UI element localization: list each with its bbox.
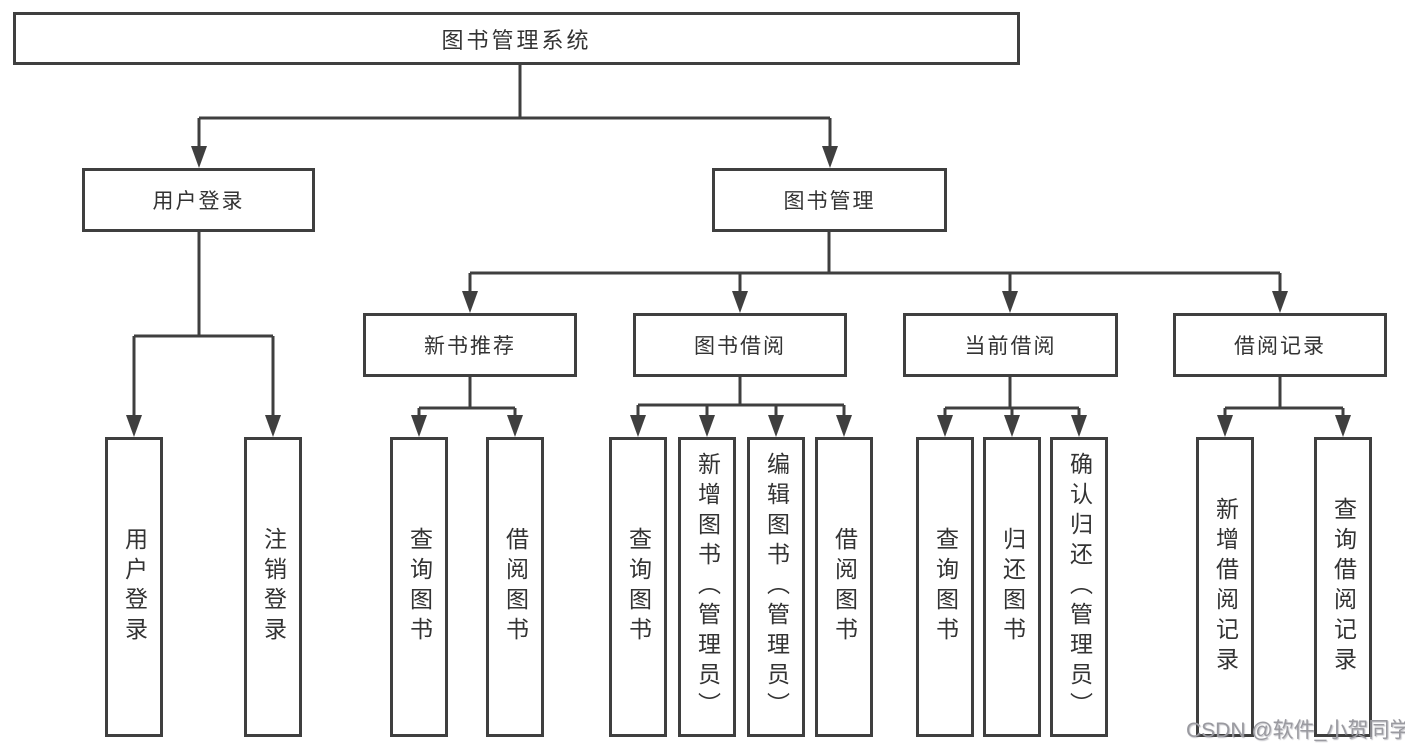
node-borrow-record: 借阅记录 [1173, 313, 1387, 377]
leaf-confirm-return-admin-label: 确认归还（管理员） [1066, 452, 1093, 722]
node-current-borrow: 当前借阅 [903, 313, 1118, 377]
leaf-query-books-borrow: 查询图书 [609, 437, 667, 737]
leaf-return-books-label: 归还图书 [999, 527, 1026, 647]
arrowheads [126, 146, 1351, 437]
node-book-borrow-label: 图书借阅 [694, 335, 786, 358]
leaf-add-borrow-record-label: 新增借阅记录 [1212, 497, 1239, 677]
node-library-management-system: 图书管理系统 [13, 12, 1020, 65]
leaf-query-books-recommend-label: 查询图书 [406, 527, 433, 647]
node-book-management: 图书管理 [712, 168, 947, 232]
leaf-query-borrow-record: 查询借阅记录 [1314, 437, 1372, 737]
leaf-query-books-borrow-label: 查询图书 [625, 527, 652, 647]
node-new-book-recommend-label: 新书推荐 [424, 335, 516, 358]
leaf-edit-books-admin-label: 编辑图书（管理员） [763, 452, 790, 722]
leaf-borrow-books-recommend: 借阅图书 [486, 437, 544, 737]
leaf-add-books-admin-label: 新增图书（管理员） [694, 452, 721, 722]
node-book-management-label: 图书管理 [783, 190, 876, 213]
node-borrow-record-label: 借阅记录 [1234, 335, 1326, 358]
leaf-query-books-current: 查询图书 [916, 437, 974, 737]
leaf-return-books: 归还图书 [983, 437, 1041, 737]
leaf-query-books-current-label: 查询图书 [932, 527, 959, 647]
node-current-borrow-label: 当前借阅 [964, 335, 1057, 358]
leaf-query-books-recommend: 查询图书 [390, 437, 448, 737]
node-library-management-system-label: 图书管理系统 [441, 27, 592, 53]
node-user-login-label: 用户登录 [152, 190, 245, 213]
leaf-query-borrow-record-label: 查询借阅记录 [1330, 497, 1357, 677]
leaf-borrow-books-recommend-label: 借阅图书 [502, 527, 529, 647]
node-new-book-recommend: 新书推荐 [363, 313, 577, 377]
node-user-login: 用户登录 [82, 168, 315, 232]
leaf-user-login: 用户登录 [105, 437, 163, 737]
node-book-borrow: 图书借阅 [633, 313, 847, 377]
csdn-watermark: CSDN @软件_小贺同学 [1186, 719, 1405, 742]
leaf-logout: 注销登录 [244, 437, 302, 737]
leaf-borrow-books: 借阅图书 [815, 437, 873, 737]
leaf-add-borrow-record: 新增借阅记录 [1196, 437, 1254, 737]
leaf-borrow-books-label: 借阅图书 [831, 527, 858, 647]
leaf-user-login-label: 用户登录 [121, 527, 148, 647]
leaf-logout-label: 注销登录 [260, 527, 287, 647]
leaf-add-books-admin: 新增图书（管理员） [678, 437, 736, 737]
leaf-edit-books-admin: 编辑图书（管理员） [747, 437, 805, 737]
leaf-confirm-return-admin: 确认归还（管理员） [1050, 437, 1108, 737]
